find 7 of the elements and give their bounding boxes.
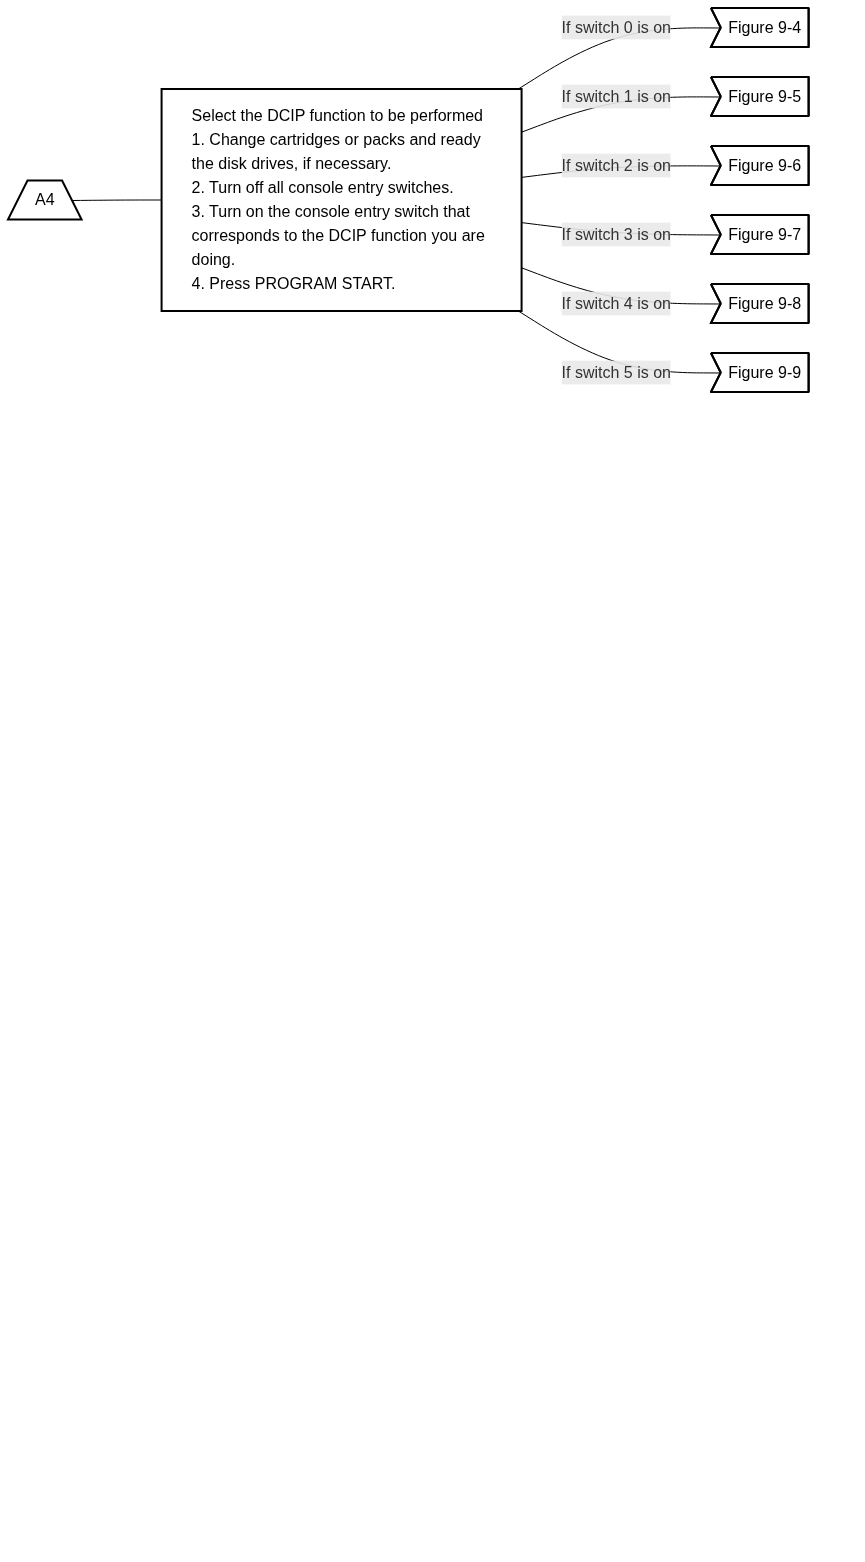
edge-label: If switch 3 is on: [561, 225, 671, 243]
edge-label: If switch 5 is on: [561, 363, 671, 381]
edge-label: If switch 2 is on: [561, 156, 671, 174]
node-box: Select the DCIP function to be performed 1. Change cartridges or packs and ready the disk drives, if necessary. 2. Turn off all console entry switches. 3. Turn on the console entry switch that corresponds to the DCIP function you are doing. 4. Press PROGRAM START.: [160, 88, 523, 312]
edge-label: If switch 4 is on: [561, 294, 671, 312]
edge-label: If switch 0 is on: [561, 18, 671, 36]
edge-label: If switch 1 is on: [561, 87, 671, 105]
